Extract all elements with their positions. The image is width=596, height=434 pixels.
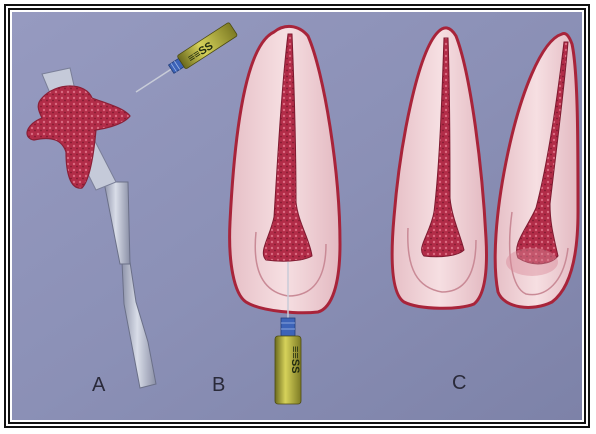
panel-label-a: A [92, 374, 106, 397]
panel-label-b: B [212, 374, 226, 397]
file-b-handle-text: ≡≡SS [289, 346, 301, 374]
endodontic-illustration: ≡≡SS ≡≡SS [12, 12, 582, 420]
panel-label-c: C [452, 372, 467, 395]
